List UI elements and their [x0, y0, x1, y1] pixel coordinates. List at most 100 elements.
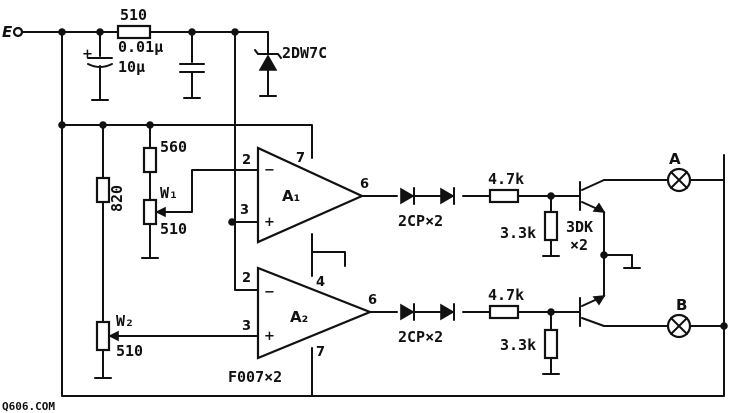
- junction-dots: [58, 28, 728, 330]
- w1-wiper-wire: [156, 169, 259, 213]
- resistor-shunt-bottom-label: 3.3k: [500, 336, 536, 354]
- opamp-a2: − + A₂ 2 3 6 4 7 F007×2: [228, 266, 377, 386]
- pin-label: 2: [242, 153, 251, 168]
- pin-label: 4: [316, 275, 325, 290]
- cap-lead: [91, 65, 109, 101]
- pot-w1-value: 510: [160, 220, 187, 238]
- cap-lead: [183, 71, 201, 99]
- diode-pair-top: 2CP×2: [398, 187, 455, 230]
- lamp-cross: [670, 317, 688, 335]
- resistor-body: [543, 328, 559, 360]
- transistor-count-label: ×2: [570, 236, 588, 254]
- diode-triangle: [440, 303, 455, 321]
- resistor-body: [488, 304, 520, 320]
- resistor-base-bottom: 4.7k: [488, 286, 524, 320]
- opamp-part-label: F007×2: [228, 368, 282, 386]
- capacitor-001u-label: 0.01μ: [118, 38, 163, 56]
- resistor-body: [142, 146, 158, 174]
- lamp-a-label: A: [669, 150, 681, 168]
- zener-diode: 2DW7C: [254, 44, 327, 97]
- diode-triangle: [400, 187, 415, 205]
- resistor-820-label: 820: [108, 185, 126, 212]
- junction-dot: [600, 251, 608, 259]
- supply-label: E: [2, 23, 13, 41]
- diode-pair-bottom: 2CP×2: [398, 303, 455, 346]
- opamp-plus-sign: +: [264, 329, 275, 344]
- diode-triangle: [400, 303, 415, 321]
- lamp-a: A: [666, 150, 692, 193]
- opamp-triangle: [256, 266, 373, 360]
- pin-label: 6: [360, 177, 369, 192]
- zener-junction-wire: [234, 31, 259, 291]
- resistor-shunt-top-label: 3.3k: [500, 224, 536, 242]
- capacitor-001u: [179, 63, 205, 99]
- resistor-body: [95, 176, 111, 204]
- resistor-820: 820: [95, 176, 126, 212]
- resistor-base-bottom-label: 4.7k: [488, 286, 524, 304]
- pot-w2-value: 510: [116, 342, 143, 360]
- resistor-510-label: 510: [120, 6, 147, 24]
- zener-label: 2DW7C: [282, 44, 327, 62]
- terminal-circle: [12, 26, 24, 38]
- watermark-text: Q606.COM: [2, 400, 55, 413]
- wiring: [21, 31, 725, 397]
- transistor-label: 3DK: [566, 218, 593, 236]
- pot-w1: W₁ 510: [141, 184, 187, 259]
- opamp-a2-label: A₂: [290, 308, 308, 326]
- pin-label: 7: [316, 345, 325, 360]
- junction-dot: [720, 322, 728, 330]
- resistor-560-label: 560: [160, 138, 187, 156]
- a1-ground-wire: [311, 233, 346, 267]
- opamp-plus-sign: +: [264, 215, 275, 230]
- pot-wiper-arrow: [108, 330, 119, 342]
- resistor-560: 560: [142, 138, 187, 174]
- lamp-b-label: B: [676, 296, 687, 314]
- resistor-body: [116, 24, 152, 40]
- regulated-rail-wire: [61, 124, 313, 159]
- resistor-body: [488, 188, 520, 204]
- pin-label: 6: [368, 293, 377, 308]
- opamp-a1-label: A₁: [282, 187, 300, 205]
- junction-dot: [58, 121, 66, 129]
- cap-plus-mark: +: [82, 47, 93, 62]
- junction-dot: [547, 192, 555, 200]
- pot-w2-label: W₂: [116, 312, 134, 330]
- pin-label: 3: [242, 319, 251, 334]
- capacitor-10u-label: 10μ: [118, 58, 145, 76]
- transistor-collector: [581, 317, 605, 327]
- lamp-cross: [670, 171, 688, 189]
- diode-triangle: [440, 187, 455, 205]
- emitter-tie-wire: [603, 211, 633, 297]
- transistor-collector: [581, 179, 605, 191]
- capacitor-10u: + 10μ: [82, 47, 145, 101]
- junction-dot: [231, 28, 239, 36]
- resistor-base-top-label: 4.7k: [488, 170, 524, 188]
- pin-label: 2: [242, 271, 251, 286]
- opamp-minus-sign: −: [264, 285, 275, 300]
- resistor-shunt-top: 3.3k: [500, 210, 560, 257]
- resistor-shunt-bottom: 3.3k: [500, 328, 560, 375]
- pot-w1-label: W₁: [160, 184, 178, 202]
- junction-dot: [96, 28, 104, 36]
- pot-w2: W₂ 510: [94, 312, 143, 379]
- pot-body: [95, 320, 111, 352]
- opamp-minus-sign: −: [264, 163, 275, 178]
- transistor-bottom: [579, 295, 606, 327]
- zener-lead: [259, 45, 277, 97]
- resistor-body: [543, 210, 559, 242]
- resistor-510: 510: [116, 6, 152, 40]
- left-rail-wire: [61, 31, 725, 397]
- opamp-triangle: [256, 146, 365, 244]
- diode-pair-bottom-label: 2CP×2: [398, 328, 443, 346]
- cap-plate: [179, 63, 205, 73]
- pot-body: [142, 198, 158, 226]
- junction-dot: [547, 308, 555, 316]
- junction-dot: [188, 28, 196, 36]
- zener-triangle: [258, 54, 278, 71]
- emitter-arrow: [592, 295, 606, 306]
- junction-dot: [228, 218, 236, 226]
- emitter-arrow: [592, 202, 606, 213]
- opamp-a1: − + A₁ 2 3 6 7: [240, 146, 369, 244]
- pin-label: 7: [296, 151, 305, 166]
